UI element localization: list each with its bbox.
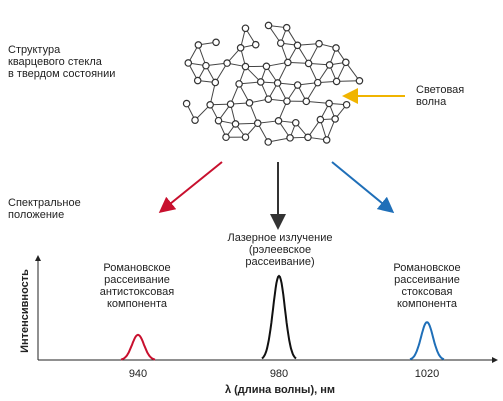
atom-node [193, 76, 202, 85]
laser-label: Лазерное излучение (рэлеевское рассеиван… [227, 232, 333, 268]
atom-node [212, 38, 220, 47]
quartz-glass-structure [182, 21, 364, 146]
x-tick-980: 980 [269, 368, 289, 380]
atom-node [184, 59, 193, 67]
spectrum-peaks [120, 274, 445, 361]
atom-node [206, 101, 214, 109]
atom-node [332, 44, 340, 52]
bond-line [336, 80, 360, 82]
atom-node [253, 119, 262, 128]
atom-node [304, 59, 313, 68]
stokes-label: Романовское рассеивание стоксовая компон… [393, 262, 461, 310]
atom-node [264, 138, 273, 146]
atom-node [222, 133, 230, 142]
atom-node [342, 100, 351, 109]
atom-node [332, 77, 341, 86]
atom-node [211, 78, 220, 87]
atom-node [236, 44, 245, 52]
atom-node [283, 97, 291, 105]
light-wave-label: Световая волна [416, 84, 465, 108]
atom-node [293, 41, 302, 50]
atom-node [235, 80, 243, 88]
atom-node [214, 116, 223, 125]
atom-node [241, 62, 250, 71]
atom-node [191, 116, 199, 124]
atom-node [226, 100, 235, 108]
peak-980 [261, 274, 297, 360]
bond-line [277, 62, 289, 84]
x-tick-1020: 1020 [414, 368, 440, 380]
atom-node [322, 136, 331, 144]
atom-node [241, 24, 250, 33]
atom-node [262, 62, 271, 71]
anti-stokes-label: Романовское рассеивание антистоксовая ко… [99, 262, 175, 310]
atom-node [325, 61, 334, 69]
atom-node [276, 39, 285, 47]
atom-node [302, 97, 311, 106]
atom-node [284, 58, 292, 67]
atom-node [182, 99, 191, 108]
atom-node [331, 115, 339, 123]
atom-node [325, 99, 333, 108]
atom-node [316, 115, 325, 124]
atom-node [291, 118, 300, 127]
x-axis-label: λ (длина волны), нм [224, 384, 336, 396]
atom-node [202, 61, 210, 70]
anti-stokes-arrow [158, 161, 223, 214]
atom-node [256, 78, 265, 86]
bond-line [306, 100, 330, 104]
spectral-position-label: Спектральное положение [8, 197, 81, 221]
atom-node [251, 40, 260, 49]
atom-node [194, 41, 203, 49]
bond-line [345, 62, 360, 82]
peak-1020 [409, 321, 445, 361]
atom-node [313, 78, 322, 87]
atom-node [315, 39, 323, 48]
structure-label: Структура кварцевого стекла в твердом со… [8, 44, 116, 80]
atom-node [274, 117, 283, 125]
atom-node [231, 120, 240, 128]
atom-node [264, 95, 273, 103]
atom-node [293, 81, 302, 89]
atom-node [241, 133, 250, 141]
x-tick-940: 940 [128, 368, 148, 380]
bond-line [209, 82, 216, 105]
atom-node [304, 133, 312, 142]
atom-node [264, 21, 273, 30]
peak-940 [120, 333, 156, 361]
atom-node [342, 58, 350, 67]
atom-node [286, 134, 294, 142]
atom-node [273, 79, 282, 87]
stokes-arrow [331, 161, 395, 214]
atom-node [282, 23, 291, 32]
atom-node [223, 59, 231, 67]
atom-node [355, 76, 364, 85]
atom-node [245, 99, 254, 107]
